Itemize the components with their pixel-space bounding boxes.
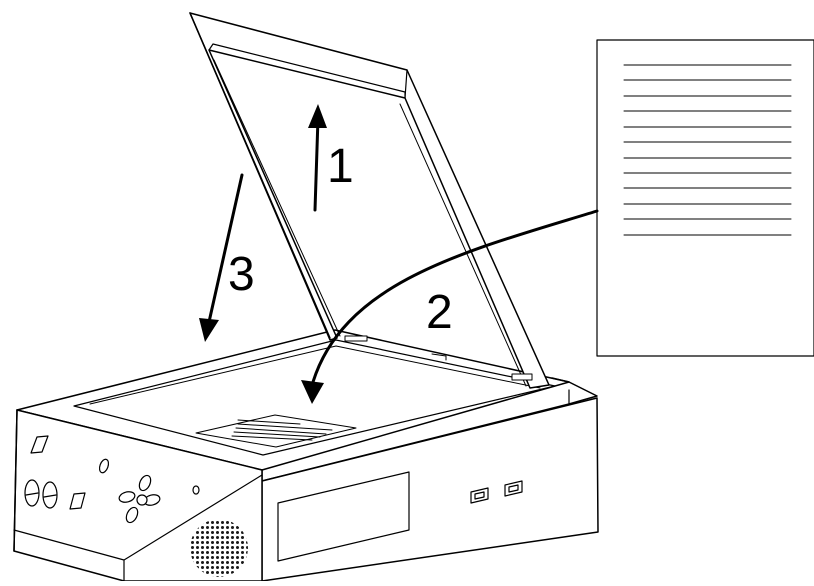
usb-port-icon [470, 487, 489, 504]
scanner-lid-icon [189, 12, 550, 389]
control-panel-icon [24, 435, 200, 524]
document-sheet-icon [596, 39, 814, 357]
side-panel-details [277, 471, 523, 562]
step-3-arrow [199, 173, 244, 342]
step-2-arrow [301, 209, 599, 404]
scanned-document-on-glass [195, 414, 357, 448]
speaker-grille-icon [190, 519, 248, 577]
document-text-lines [623, 64, 792, 236]
step-3-label: 3 [228, 248, 255, 301]
step-1-label: 1 [327, 140, 354, 193]
step-1-arrow [308, 104, 327, 212]
usb-port-icon [504, 480, 523, 497]
step-2-label: 2 [426, 286, 453, 339]
